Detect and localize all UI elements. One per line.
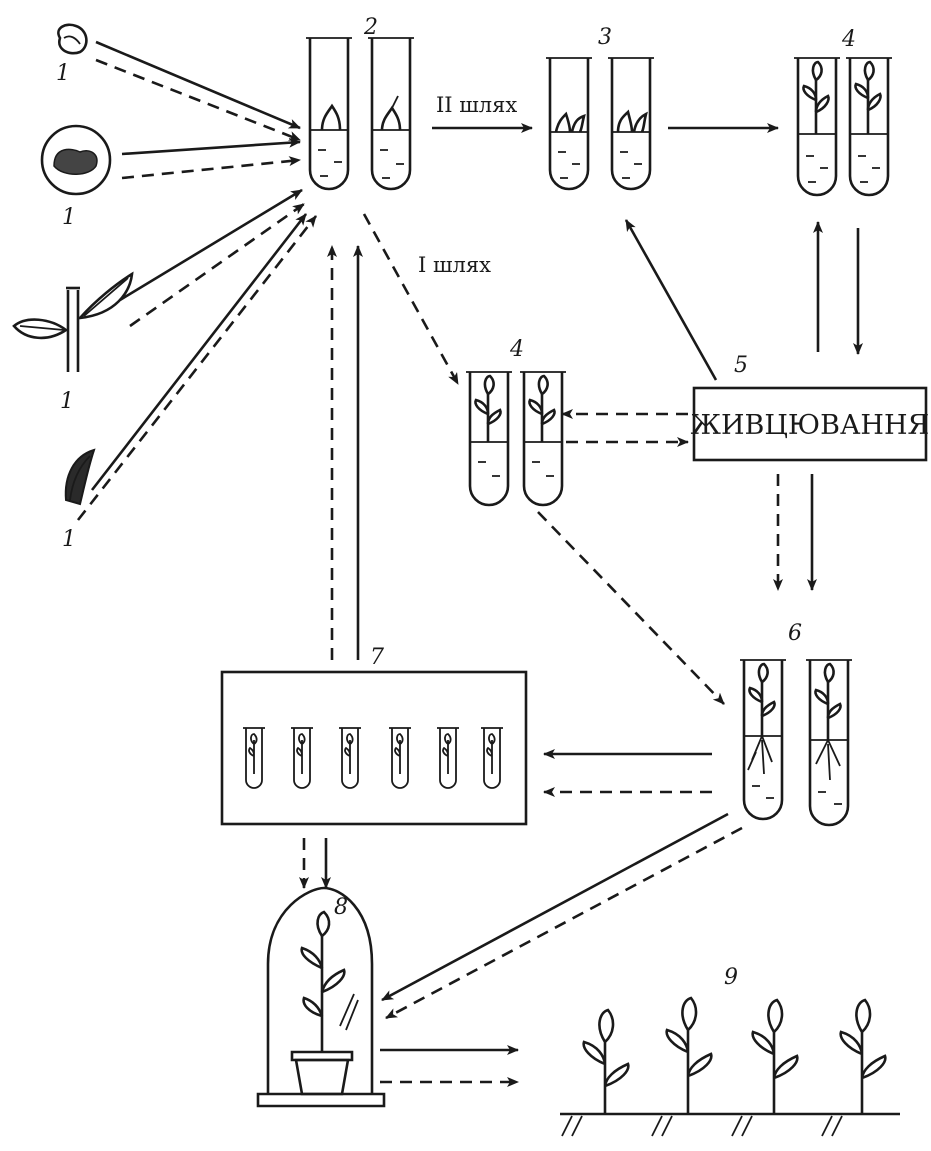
arrow-embryo-to-culture-dashed [122, 160, 300, 178]
initial-culture-tubes: 2 [306, 15, 414, 189]
subculture-label: ЖИВЦЮВАННЯ [691, 410, 930, 441]
path-one-label: I шлях [418, 253, 491, 277]
subculture-box: ЖИВЦЮВАННЯ 5 [691, 353, 930, 460]
arrow-rooting-to-adaptation-solid [382, 814, 728, 1000]
explant-leaf-number: 1 [62, 527, 76, 552]
solid-arrows [92, 42, 858, 1050]
storage-box: 7 [222, 645, 526, 824]
arrow-rooting-to-adaptation-dashed [386, 828, 742, 1018]
explant-shoot-number: 1 [60, 389, 74, 414]
arrow-seed-to-culture-solid [96, 42, 300, 128]
adaptation-number: 8 [334, 895, 348, 920]
field-planting-number: 9 [724, 965, 738, 990]
adaptation-cap: 8 [258, 888, 384, 1106]
subculture-number: 5 [734, 353, 748, 378]
storage-number: 7 [370, 645, 384, 670]
arrow-shoots-path1-to-rooting [538, 512, 724, 704]
shoots-path2-number: 4 [841, 27, 856, 52]
multiplication-tubes: 3 [546, 25, 654, 189]
arrow-path1-to-shoots [364, 214, 458, 384]
explant-seed-number: 1 [56, 61, 70, 86]
shoots-tubes-path2: 4 [794, 27, 892, 195]
shoots-path1-number: 4 [509, 337, 524, 362]
rooting-number: 6 [788, 621, 802, 646]
rooting-tubes: 6 [740, 621, 852, 825]
initial-culture-number: 2 [363, 15, 378, 40]
arrow-seed-to-culture-dashed [96, 60, 300, 140]
field-plants: 9 [560, 965, 900, 1136]
explant-leaf: 1 [62, 450, 94, 552]
arrow-shoot-to-culture-solid [120, 190, 302, 300]
explant-shoot: 1 [14, 274, 132, 414]
arrow-leaf-to-culture-dashed [78, 216, 316, 520]
explant-embryo: 1 [42, 126, 110, 230]
dashed-arrows [78, 60, 778, 1082]
path-two-label: II шлях [436, 93, 517, 117]
shoot-multiplication-number: 3 [598, 25, 612, 50]
explant-embryo-number: 1 [62, 205, 76, 230]
explant-seed: 1 [56, 25, 86, 86]
arrow-embryo-to-culture-solid [122, 142, 300, 154]
arrow-leaf-to-culture-solid [92, 214, 306, 490]
shoots-tubes-path1: 4 [466, 337, 566, 505]
arrow-subculture-to-multiplication [626, 220, 716, 380]
